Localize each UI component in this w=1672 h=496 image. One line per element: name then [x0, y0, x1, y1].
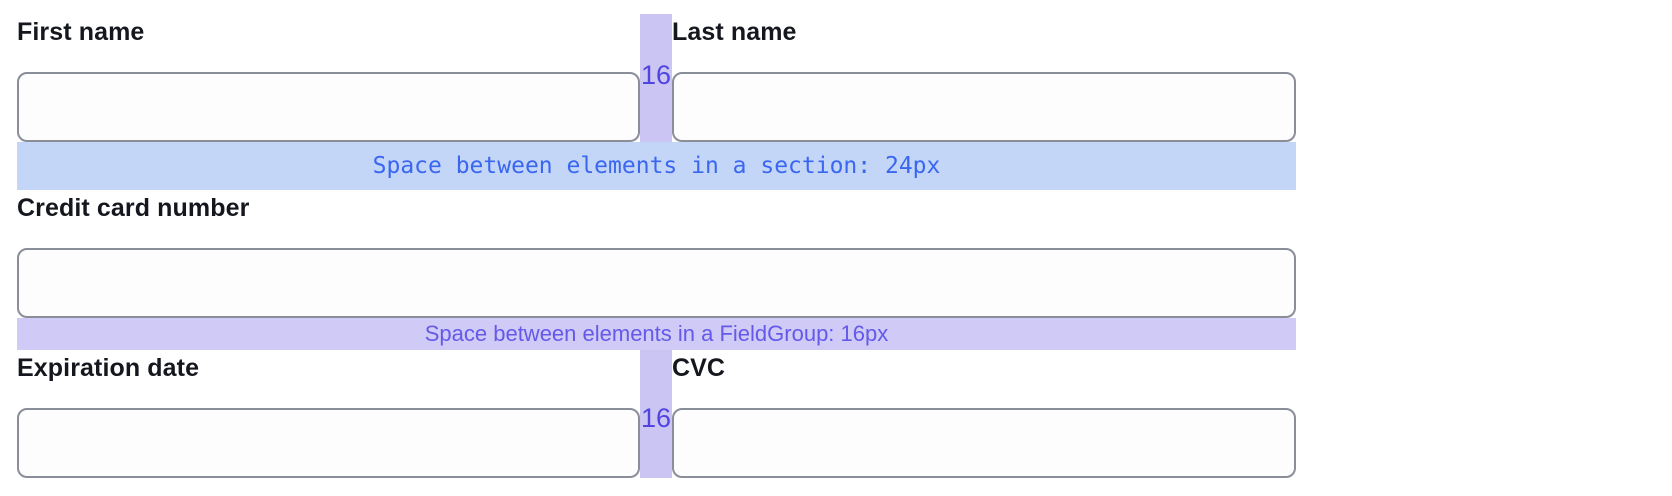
expiration-date-input[interactable] — [17, 408, 640, 478]
first-name-field: First name — [17, 14, 640, 142]
cvc-input[interactable] — [672, 408, 1296, 478]
expiration-date-label: Expiration date — [17, 354, 200, 382]
column-gap-band: 16 — [640, 14, 672, 142]
section-spacer-band: Space between elements in a section: 24p… — [17, 142, 1296, 190]
expiry-row: Expiration date 16 CVC — [17, 350, 1296, 478]
section-spacer-label: Space between elements in a section: 24p… — [372, 153, 941, 179]
fieldgroup-spacer-band: Space between elements in a FieldGroup: … — [17, 318, 1296, 350]
last-name-input[interactable] — [672, 72, 1296, 142]
form-content: First name 16 Last name Space between el… — [17, 14, 1296, 478]
first-name-input[interactable] — [17, 72, 640, 142]
card-row: Credit card number — [17, 190, 1296, 318]
name-row: First name 16 Last name — [17, 14, 1296, 142]
cvc-label: CVC — [672, 354, 726, 382]
last-name-label: Last name — [672, 18, 797, 46]
card-number-field: Credit card number — [17, 190, 1296, 318]
card-number-input[interactable] — [17, 248, 1296, 318]
expiration-date-field: Expiration date — [17, 350, 640, 478]
last-name-field: Last name — [672, 14, 1296, 142]
card-number-label: Credit card number — [17, 194, 250, 222]
column-gap-band: 16 — [640, 350, 672, 478]
gap-size-label: 16 — [640, 60, 672, 90]
gap-size-label: 16 — [640, 403, 672, 433]
first-name-label: First name — [17, 18, 145, 46]
cvc-field: CVC — [672, 350, 1296, 478]
fieldgroup-spacer-label: Space between elements in a FieldGroup: … — [424, 321, 889, 346]
